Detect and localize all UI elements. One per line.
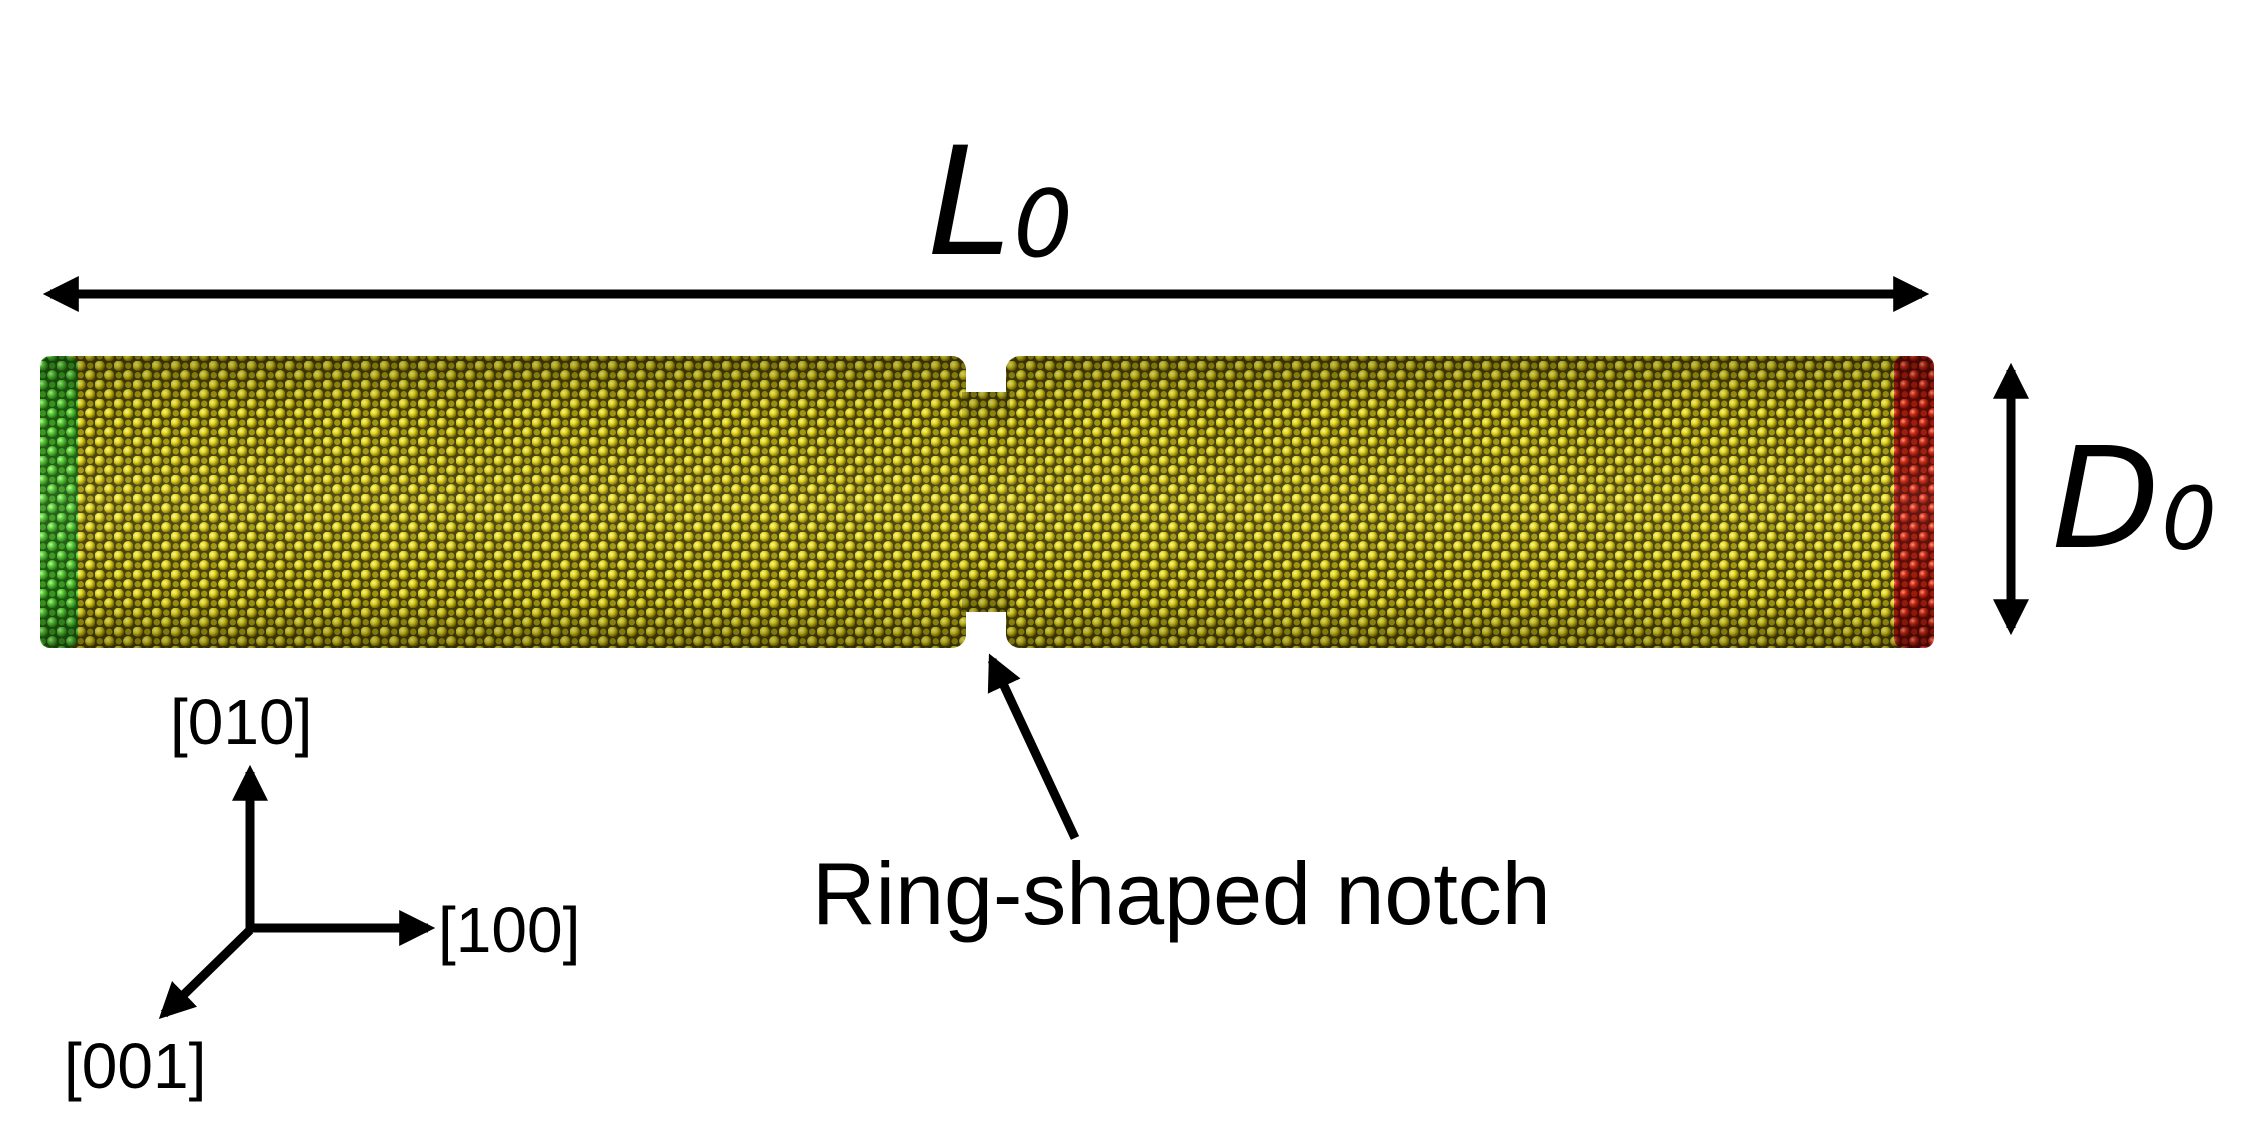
axis-010-label: [010] bbox=[170, 686, 313, 758]
axis-001-label: [001] bbox=[64, 1030, 207, 1102]
diameter-label: D0 bbox=[2052, 418, 2217, 581]
notch-pointer-arrow bbox=[987, 653, 1080, 840]
nanowire bbox=[40, 356, 1934, 648]
notch-label: Ring-shaped notch bbox=[812, 844, 1551, 943]
body-shading-neck bbox=[962, 392, 1010, 612]
axis-100-label: [100] bbox=[438, 894, 581, 966]
body-shading-right bbox=[1006, 356, 1934, 648]
length-label: L0 bbox=[928, 116, 1073, 290]
body-shading-left bbox=[40, 356, 966, 648]
axis-001-arrow bbox=[158, 926, 254, 1020]
crystal-axes bbox=[158, 764, 436, 1020]
